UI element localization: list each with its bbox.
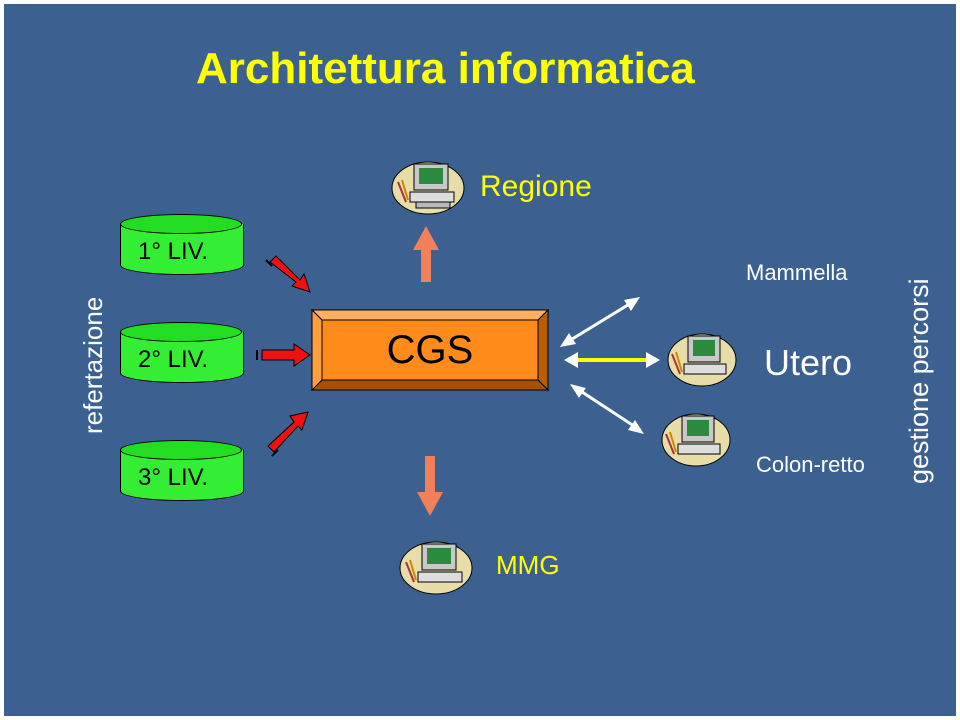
computer-icon — [399, 541, 473, 595]
arrow-cgs-to-regione — [413, 226, 439, 282]
computer-icon — [661, 413, 731, 467]
refertazione-label: refertazione — [78, 296, 108, 434]
arrow-liv1-to-cgs — [265, 255, 311, 293]
arrow-cgs-to-mmg — [417, 456, 443, 516]
database-level-3: 3° LIV. — [120, 440, 244, 502]
arrow-cgs-to-mammella — [560, 297, 640, 347]
diagram-connectors — [256, 161, 737, 595]
slide-canvas: Architettura informatica — [4, 4, 956, 716]
gestione-percorsi-label: gestione percorsi — [904, 278, 934, 484]
level-1-label: 1° LIV. — [138, 238, 209, 265]
cgs-box: CGS — [322, 320, 538, 380]
database-level-2: 2° LIV. — [120, 322, 244, 384]
computer-icon — [667, 333, 737, 387]
mmg-label: MMG — [496, 550, 560, 580]
database-level-1: 1° LIV. — [120, 214, 244, 276]
mammella-label: Mammella — [746, 260, 848, 285]
slide-title: Architettura informatica — [196, 44, 695, 93]
cgs-box-shape — [310, 308, 550, 392]
level-3-label: 3° LIV. — [138, 464, 209, 491]
level-2-label: 2° LIV. — [138, 346, 209, 373]
computer-icon — [391, 161, 465, 215]
arrow-cgs-to-colon — [570, 384, 644, 434]
cgs-label: CGS — [386, 328, 474, 372]
colon-retto-label: Colon-retto — [756, 452, 865, 477]
arrow-liv2-to-cgs — [256, 343, 311, 367]
utero-label: Utero — [764, 342, 853, 383]
arrow-cgs-to-utero — [564, 352, 660, 368]
arrow-liv3-to-cgs — [267, 411, 309, 457]
regione-label: Regione — [480, 170, 592, 203]
